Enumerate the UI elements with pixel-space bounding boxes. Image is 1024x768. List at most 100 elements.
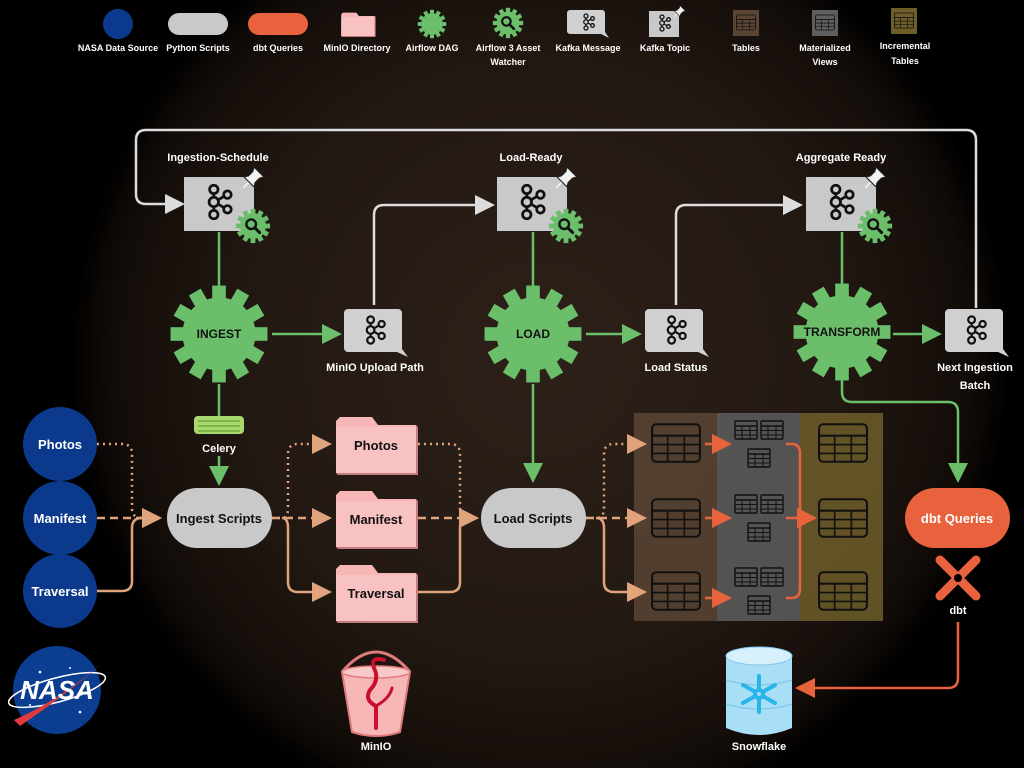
pin-icon [556,166,578,188]
legend-kafka-topic-label: Kafka Topic [640,43,690,53]
connector-photos-source [97,442,162,528]
legend-dbt-swatch [248,13,308,35]
legend-tables-icon [733,10,759,36]
legend-python-swatch [168,13,228,35]
legend-python-label: Python Scripts [166,43,230,53]
connector-next-batch-to-schedule [134,128,978,308]
connector-transform-to-dbt [840,380,968,483]
topic-aggregate-ready-label: Aggregate Ready [796,152,887,164]
connectors [97,128,978,698]
connector-traversal-dir-to-load [418,516,471,594]
celery-label: Celery [202,443,237,455]
script-pill [481,488,586,548]
connector-upload-path-to-load-ready [372,195,495,305]
ingest-scripts-label: Ingest Scripts [176,511,262,526]
celery-icon [194,416,244,434]
snowflake-logo: Snowflake [725,646,793,753]
tables-column [634,413,717,621]
celery[interactable]: Celery [194,416,244,455]
legend-dbt-label: dbt Queries [253,43,303,53]
legend-kafka-topic-icon [649,5,686,37]
legend-materialized-icon [812,10,838,36]
snowflake-icon [741,674,777,714]
connector-ingest-to-photos-dir [272,434,332,520]
legend-watcher-label-1: Airflow 3 Asset [476,43,541,53]
legend-kafka-message-icon [567,10,609,38]
connector-photos-dir-to-load [418,442,479,528]
legend: NASA Data Source Python Scripts dbt Quer… [78,5,931,67]
dag-load-label: LOAD [516,327,550,341]
source-photos[interactable]: Photos [23,407,97,481]
minio-dir-traversal[interactable]: Traversal [336,565,418,623]
dag-load[interactable]: LOAD [484,285,582,383]
dag-ingest[interactable]: INGEST [170,285,268,383]
dbt-queries-label: dbt Queries [921,511,993,526]
minio-dir-photos-label: Photos [354,438,398,453]
dag-ingest-label: INGEST [197,327,242,341]
connector-view-3-to-incremental [786,516,809,600]
source-manifest[interactable]: Manifest [23,481,97,555]
minio-dir-photos[interactable]: Photos [336,417,418,475]
topic-load-ready[interactable]: Load-Ready [497,152,583,243]
message-minio-upload-path-label: MinIO Upload Path [326,362,424,374]
connector-dbt-to-snowflake [795,622,960,698]
connector-load-to-table-1 [586,434,647,520]
minio-dir-manifest[interactable]: Manifest [336,491,418,549]
message-next-batch-label-1: Next Ingestion [937,362,1013,374]
legend-nasa-label: NASA Data Source [78,43,158,53]
dbt-icon [935,555,981,601]
nasa-swoosh [14,660,106,726]
connector-ingest-to-traversal-dir [281,516,332,602]
dbt-logo-label: dbt [949,605,966,617]
dbt-logo: dbt [935,555,981,617]
minio-logo-label: MinIO [361,741,392,753]
connector-load-to-table-3 [595,516,647,602]
legend-kafka-message-label: Kafka Message [555,43,620,53]
topic-aggregate-ready[interactable]: Aggregate Ready [796,152,892,243]
legend-incremental-icon [891,8,917,34]
source-traversal[interactable]: Traversal [23,554,97,628]
script-pill [167,488,272,548]
message-load-status-label: Load Status [645,362,708,374]
snowflake-logo-label: Snowflake [732,741,786,753]
flamingo-icon [366,657,394,730]
message-minio-upload-path[interactable]: MinIO Upload Path [326,309,424,374]
dbt-pill [905,488,1010,548]
legend-dag-label: Airflow DAG [406,43,459,53]
source-circle [23,554,97,628]
nasa-logo-text: NASA [20,675,94,705]
legend-minio-folder-icon [341,12,376,37]
pin-icon [243,166,265,188]
dbt-queries[interactable]: dbt Queries [905,488,1010,548]
topic-ingestion-schedule-label: Ingestion-Schedule [167,152,268,164]
connector-load-status-to-aggregate [674,195,803,305]
legend-incremental-label-1: Incremental [880,41,931,51]
legend-minio-label: MinIO Directory [323,43,390,53]
legend-watcher-icon [493,8,523,38]
source-manifest-label: Manifest [34,511,87,526]
dag-transform-label: TRANSFORM [804,325,881,339]
legend-nasa-swatch [103,9,133,39]
legend-tables-label: Tables [732,43,760,53]
message-next-batch-label-2: Batch [960,380,991,392]
topic-ingestion-schedule[interactable]: Ingestion-Schedule [167,152,270,243]
load-scripts-label: Load Scripts [494,511,573,526]
minio-dir-traversal-label: Traversal [347,586,404,601]
legend-dag-gear-icon [417,9,447,39]
source-circle [23,481,97,555]
pin-icon [865,166,887,188]
legend-materialized-label-1: Materialized [799,43,851,53]
connector-traversal-source [97,516,143,593]
ingest-scripts[interactable]: Ingest Scripts [167,488,272,548]
legend-incremental-label-2: Tables [891,56,919,66]
message-load-status[interactable]: Load Status [645,309,709,374]
message-next-ingestion-batch[interactable]: Next Ingestion Batch [937,309,1013,392]
dag-transform[interactable]: TRANSFORM [793,283,891,381]
source-photos-label: Photos [38,437,82,452]
legend-materialized-label-2: Views [812,57,837,67]
legend-watcher-label-2: Watcher [490,57,526,67]
load-scripts[interactable]: Load Scripts [481,488,586,548]
minio-dir-manifest-label: Manifest [350,512,403,527]
